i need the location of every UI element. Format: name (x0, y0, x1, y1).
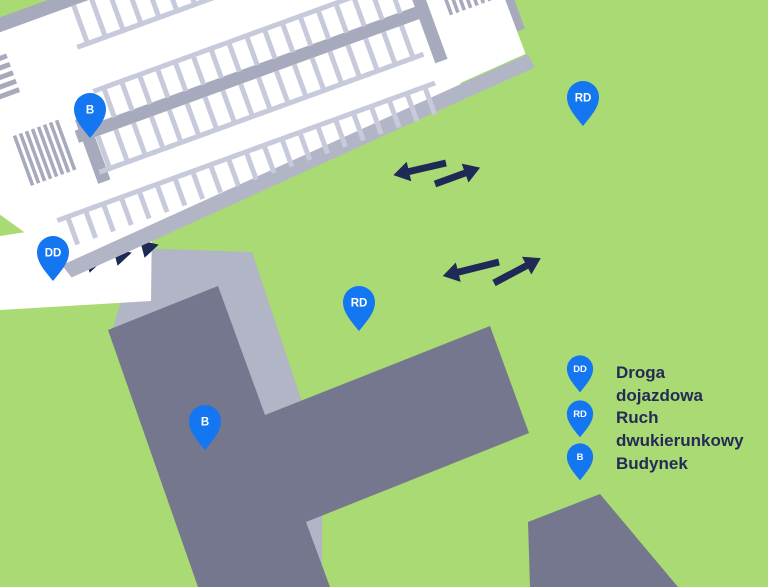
legend-label: Ruch (616, 408, 659, 427)
building-bottom-right (528, 494, 678, 587)
map-pin-icon (566, 355, 594, 393)
map-pin-icon (74, 93, 106, 138)
lot-surface (0, 0, 526, 263)
map-pin-two-way-upper: RD (567, 81, 599, 126)
legend-item-ruch-dwukierunkowy: RD Ruch dwukierunkowy (566, 400, 744, 450)
lot-edge-strip (61, 54, 535, 278)
legend-pin-label: DD (573, 363, 587, 374)
curb-top (0, 0, 458, 60)
pin-label: B (201, 417, 209, 429)
crosswalk-middle (12, 119, 77, 186)
legend-pin-label: RD (573, 408, 587, 419)
parking-row-2 (92, 0, 403, 119)
pin-label: RD (351, 298, 368, 310)
crosswalk-entrance (0, 53, 21, 109)
legend-label: Droga (616, 363, 666, 382)
pin-label: B (86, 105, 94, 117)
pin-label: DD (45, 248, 62, 260)
legend-item-budynek: B Budynek (566, 443, 688, 481)
map-pin-building-bottom: B (189, 405, 221, 450)
median-island (74, 3, 430, 143)
median-end-cap-left (74, 115, 111, 184)
legend-label: Budynek (616, 454, 688, 473)
legend-item-droga-dojazdowa: DD Droga dojazdowa (566, 355, 703, 405)
two-way-arrow-icon (393, 159, 541, 287)
map-pin-building-top: B (74, 93, 106, 138)
legend: DD Droga dojazdowa RD Ruch dwukierunkowy… (566, 355, 744, 481)
parking-row-3 (95, 24, 425, 175)
legend-label: dwukierunkowy (616, 431, 744, 450)
legend-label: dojazdowa (616, 386, 703, 405)
map-pin-icon (37, 236, 69, 281)
crosswalk-right (433, 0, 492, 16)
map-pin-icon (189, 405, 221, 450)
parking-row-4 (56, 80, 438, 246)
parking-row-1 (71, 0, 224, 50)
pin-label: RD (575, 93, 592, 105)
map-pin-access-road: DD (37, 236, 69, 281)
median-end-cap-right (406, 0, 448, 64)
map-pin-icon (343, 286, 375, 331)
parking-lot (0, 0, 535, 278)
map-pin-two-way-lower: RD (343, 286, 375, 331)
building-bottom (108, 286, 529, 587)
map-pin-icon (566, 443, 594, 481)
legend-pin-label: B (577, 451, 584, 462)
map-pin-icon (566, 400, 594, 438)
map-pin-icon (567, 81, 599, 126)
